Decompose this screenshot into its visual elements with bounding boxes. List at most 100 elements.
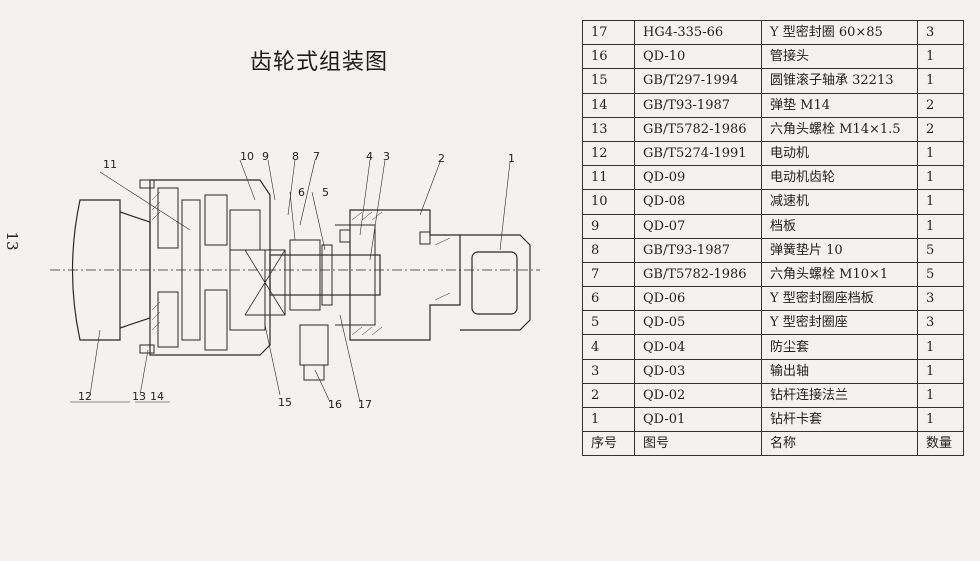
motor-gear [181,199,201,341]
item-number-cell: 1 [582,406,635,433]
drawing-number-cell: GB/T93-1987 [634,92,762,118]
drawing-number-cell: QD-09 [634,165,762,191]
part-name-cell: 防尘套 [761,334,918,360]
quantity-cell: 1 [917,213,964,239]
motor-body [71,199,121,341]
drill-rod-flange [349,209,461,341]
part-name-cell: 钻杆卡套 [761,406,918,433]
quantity-cell: 2 [917,92,964,118]
quantity-cell: 5 [917,261,964,288]
callout-label: 3 [383,150,390,163]
quantity-cell: 1 [917,382,964,409]
item-number-cell: 11 [582,165,635,191]
assembly-drawing [50,159,540,403]
part-name-cell: 减速机 [761,189,918,215]
item-number-cell: 7 [582,261,635,288]
item-number-cell: 13 [582,116,635,142]
drawing-number-cell: QD-01 [634,406,762,433]
quantity-cell: 2 [917,116,964,142]
drawing-number-cell: QD-06 [634,286,762,312]
bleed-through-text [212,10,237,95]
drill-rod-clamp [460,234,531,331]
part-name-cell: 管接头 [761,44,918,70]
item-number-cell: 2 [582,382,635,409]
part-name-cell: 弹簧垫片 10 [761,237,918,263]
callout-label: 13 [132,390,146,403]
part-name-cell: 圆锥滚子轴承 32213 [761,68,918,94]
drawing-number-cell: GB/T297-1994 [634,68,762,94]
item-number-cell: 12 [582,140,635,167]
callout-label: 5 [322,186,329,199]
callout-label: 7 [313,150,320,163]
item-number-cell: 5 [582,310,635,336]
item-number-cell: 10 [582,189,635,215]
item-number-cell: 17 [582,19,635,46]
drawing-number-cell: QD-08 [634,189,762,215]
callout-label: 2 [438,152,445,165]
quantity-cell: 3 [917,19,964,46]
part-name-cell: 弹垫 M14 [761,92,918,118]
quantity-cell: 1 [917,189,964,215]
drawing-number-cell: QD-02 [634,382,762,409]
callout-label: 14 [150,390,164,403]
item-number-cell: 3 [582,358,635,384]
item-number-cell: 15 [582,68,635,94]
item-number-cell: 4 [582,334,635,360]
drawing-number-cell: QD-05 [634,310,762,336]
quantity-cell: 1 [917,68,964,94]
part-name-cell: Y 型密封圈 60×85 [761,19,918,46]
drawing-number-cell: QD-10 [634,44,762,70]
page-number: 13 [3,231,21,251]
item-number-cell: 9 [582,213,635,239]
part-name-cell: Y 型密封圈座档板 [761,286,918,312]
quantity-cell: 1 [917,140,964,167]
gearbox-housing [149,179,271,356]
callout-label: 4 [366,150,373,163]
quantity-cell: 1 [917,165,964,191]
callout-label: 16 [328,398,342,411]
drawing-number-cell: QD-04 [634,334,762,360]
callout-label: 8 [292,150,299,163]
part-name-cell: 电动机 [761,140,918,167]
callout-label: 12 [78,390,92,403]
output-shaft [269,254,381,296]
callout-label: 15 [278,396,292,409]
part-name-cell: 六角头螺栓 M14×1.5 [761,116,918,142]
drawing-number-cell: GB/T5274-1991 [634,140,762,167]
drawing-number-cell: GB/T93-1987 [634,237,762,263]
quantity-cell: 5 [917,237,964,263]
item-number-cell: 16 [582,44,635,70]
quantity-cell: 1 [917,406,964,433]
column-header-drawing-number: 图号 [634,431,762,457]
callout-label: 1 [508,152,515,165]
callout-label: 11 [103,158,117,171]
column-header-part-name: 名称 [761,431,918,457]
drawing-number-cell: GB/T5782-1986 [634,116,762,142]
callout-label: 17 [358,398,372,411]
drawing-number-cell: GB/T5782-1986 [634,261,762,288]
callout-label: 10 [240,150,254,163]
drawing-number-cell: HG4-335-66 [634,19,762,46]
part-name-cell: 钻杆连接法兰 [761,382,918,409]
item-number-cell: 8 [582,237,635,263]
column-header-quantity: 数量 [917,431,964,457]
part-name-cell: 六角头螺栓 M10×1 [761,261,918,288]
quantity-cell: 1 [917,44,964,70]
